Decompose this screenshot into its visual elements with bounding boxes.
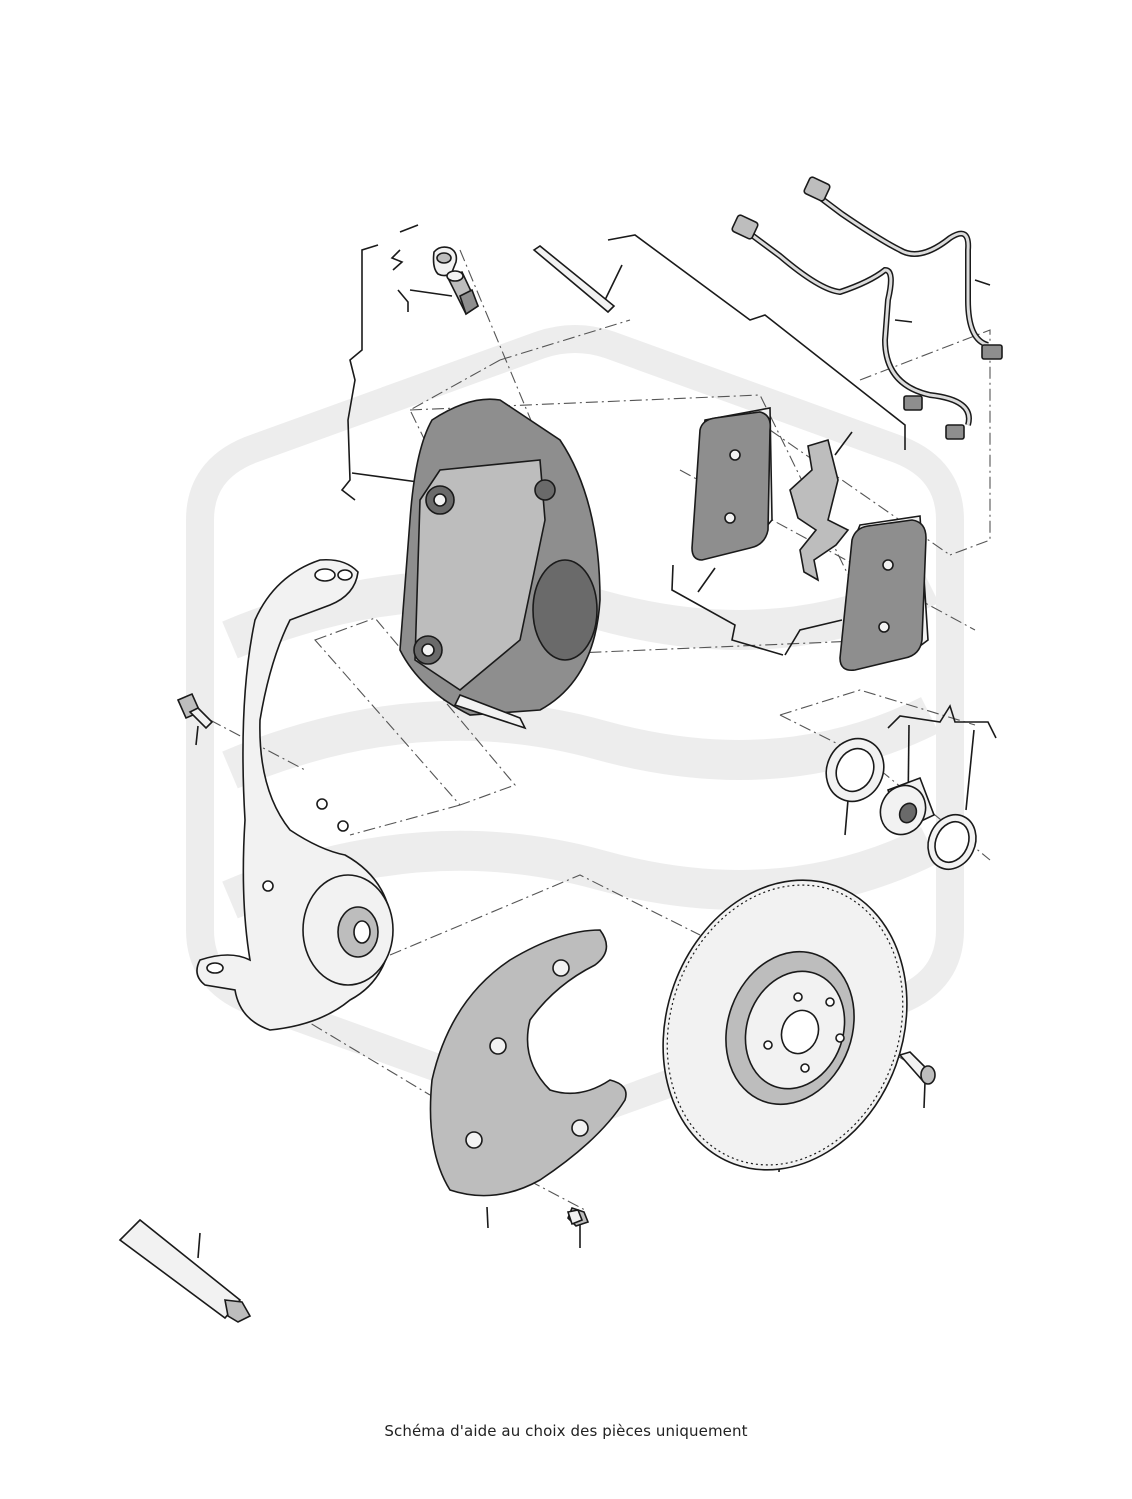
- bearing-icon: [825, 737, 977, 870]
- diagram-caption: Schéma d'aide au choix des pièces unique…: [384, 1422, 748, 1440]
- sensor-wire-icon: [731, 176, 1003, 440]
- bleeder-cap-icon: [432, 246, 458, 277]
- shield-plate-icon: [429, 929, 627, 1197]
- grease-tube-icon: [118, 1218, 252, 1323]
- screw-icon: [566, 1207, 590, 1227]
- bolt-icon: [176, 692, 214, 730]
- leader-lines: [195, 224, 997, 1259]
- brake-disc-icon: [662, 879, 908, 1171]
- exploded-parts-diagram: [118, 176, 1003, 1323]
- brake-pad-icon: [691, 407, 929, 672]
- caliper-icon: [399, 398, 601, 730]
- knuckle-icon: [196, 558, 394, 1031]
- spring-clip-icon: [789, 438, 850, 582]
- pin-icon: [532, 245, 616, 314]
- bleeder-screw-icon: [446, 270, 480, 316]
- screw-icon: [898, 1051, 936, 1085]
